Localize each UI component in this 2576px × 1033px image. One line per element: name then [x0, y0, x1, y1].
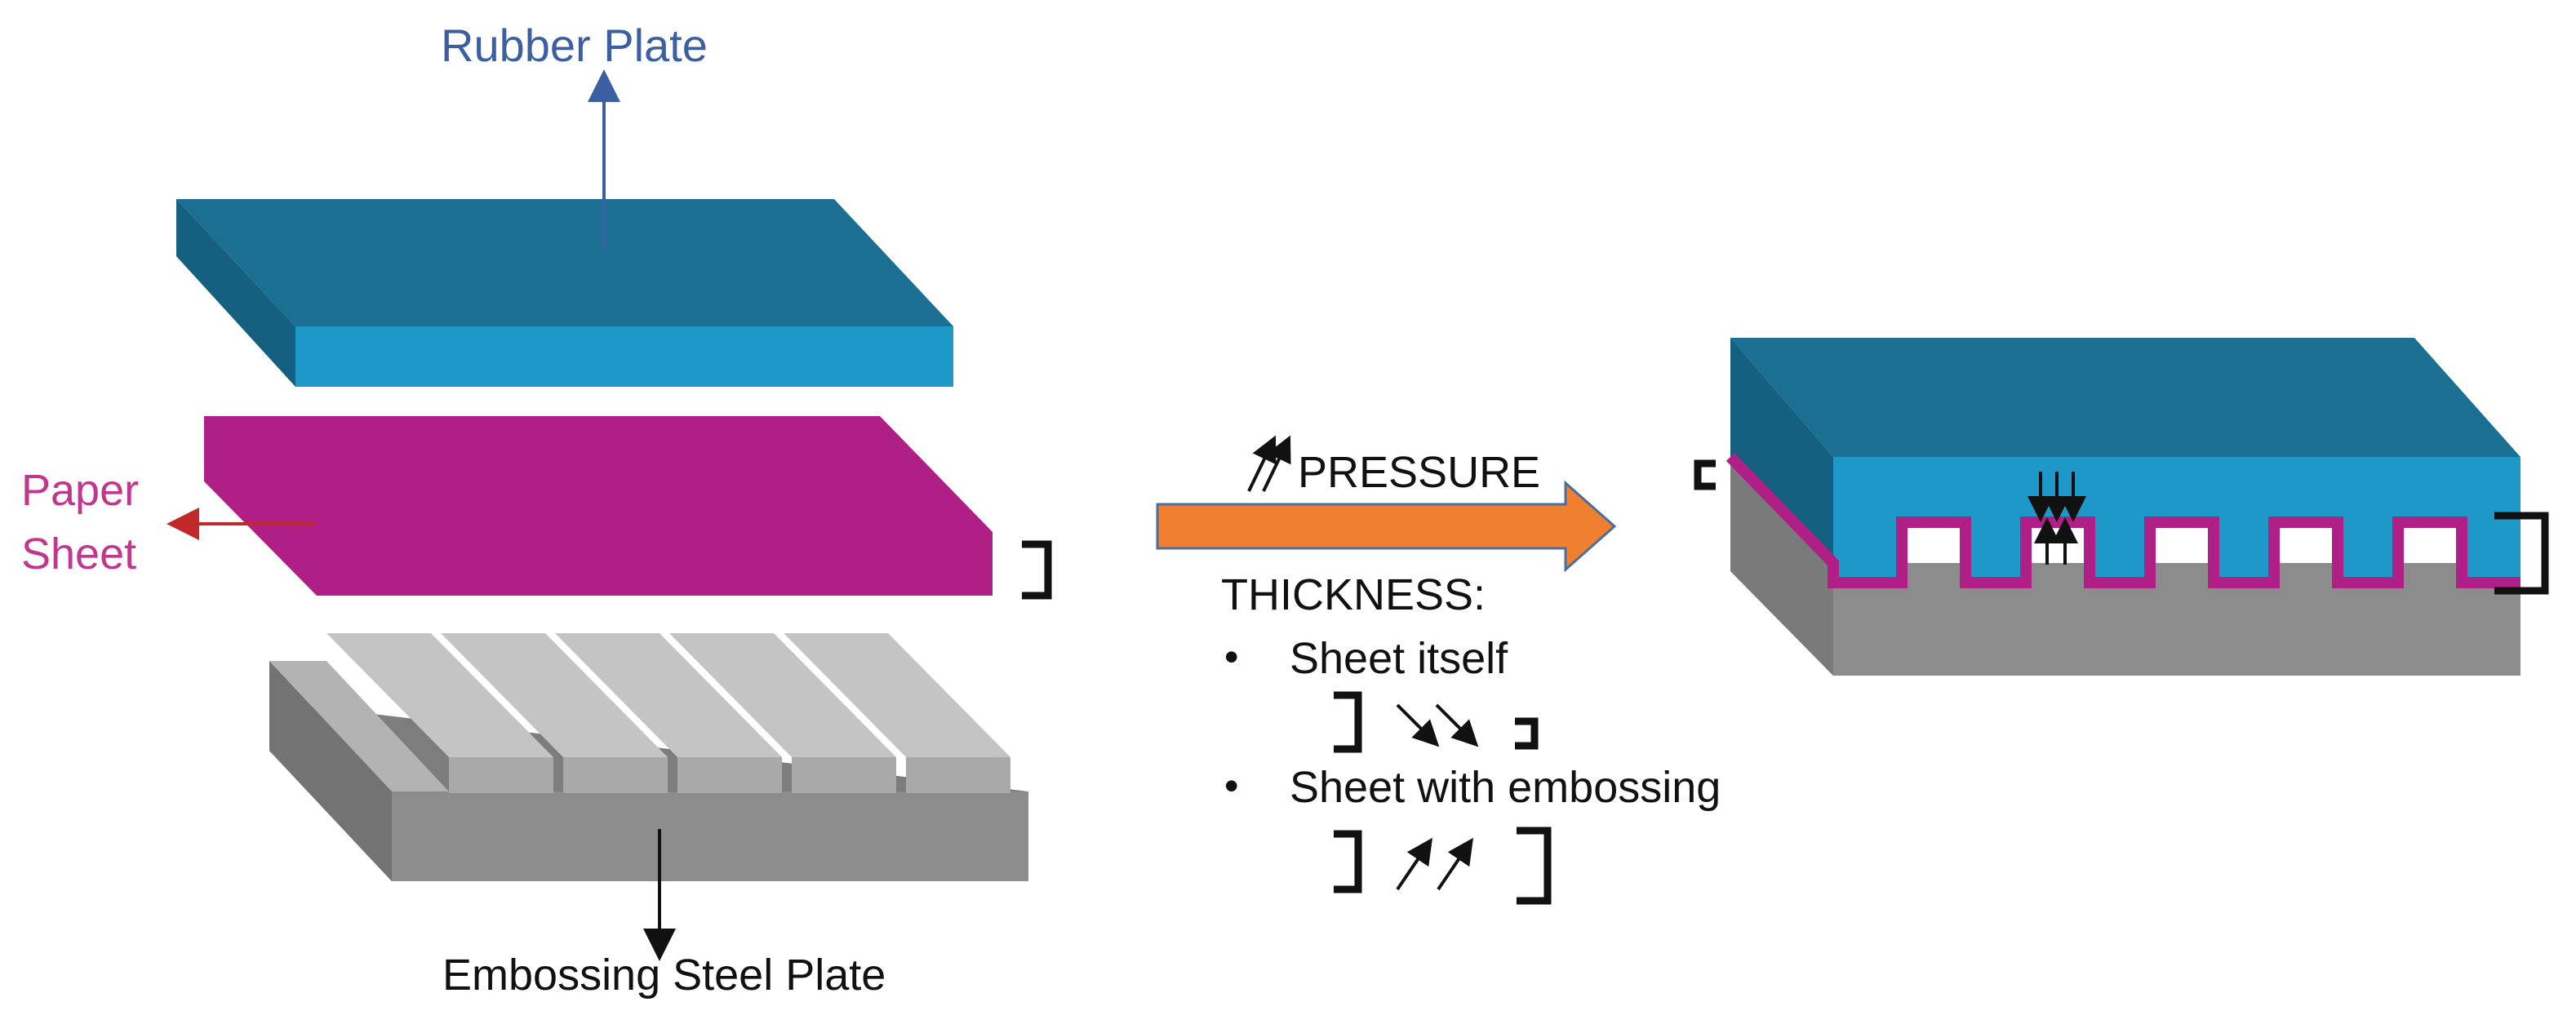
pressure-label: PRESSURE: [1298, 448, 1541, 497]
pressed-embossed-sheet: [1725, 453, 2520, 588]
thickness-heading: THICKNESS:: [1221, 570, 1486, 619]
bullet-marker: •: [1224, 763, 1239, 809]
steel-ridge-front: [677, 757, 782, 793]
steel-ridge: [669, 633, 896, 757]
bullet-sheet-itself: Sheet itself: [1290, 634, 1508, 683]
embossed-thickness-icon: [1334, 827, 1552, 905]
steel-ridge: [555, 633, 782, 757]
steel-ridge-front: [906, 757, 1010, 793]
bullet-marker: •: [1224, 634, 1239, 680]
pressed-embossed-thickness-bracket: [2494, 512, 2549, 595]
steel-plate-label: Embossing Steel Plate: [442, 951, 886, 1000]
steel-plate-left-face: [269, 661, 392, 881]
pressure-process-arrow: [1156, 480, 1617, 573]
paper-thickness-bracket: [1022, 540, 1052, 600]
pressed-rubber-side-face: [1730, 338, 1833, 563]
rubber-plate-label: Rubber Plate: [441, 20, 708, 71]
pressed-top-thickness-bracket: [1694, 459, 1716, 490]
steel-ridge: [326, 633, 553, 757]
pressed-assembly: [1725, 338, 2520, 676]
steel-ridge-front: [563, 757, 668, 793]
paper-sheet: [204, 416, 993, 596]
steel-ridge-front: [449, 757, 553, 793]
bullet-sheet-with-embossing: Sheet with embossing: [1290, 763, 1721, 812]
increase-arrow: [1247, 435, 1277, 492]
rubber-plate-top-face: [176, 199, 953, 326]
decrease-arrow: [1435, 703, 1479, 747]
steel-ridge: [784, 633, 1010, 757]
paper-sheet-label-line1: Paper: [21, 466, 140, 515]
increase-arrow: [1437, 837, 1473, 891]
pressed-rubber-top-face: [1730, 338, 2520, 457]
pressure-increase-arrows: [1247, 435, 1291, 492]
rubber-plate-front-face: [295, 326, 953, 387]
paper-sheet-label-line2: Sheet: [21, 530, 137, 579]
original-thickness-bracket: [1334, 691, 1362, 753]
steel-ridges: [326, 633, 1010, 793]
compression-arrows: [2027, 472, 2086, 565]
increased-thickness-bracket: [1517, 827, 1552, 905]
steel-ridge-front: [792, 757, 896, 793]
increase-arrow: [1396, 837, 1432, 891]
sheet-itself-thickness-icon: [1334, 691, 1539, 753]
steel-plate-rim: [269, 661, 449, 791]
pressed-steel-side: [1730, 457, 1833, 676]
steel-plate-front-face: [392, 791, 1028, 881]
embossing-steel-plate: [269, 633, 1028, 881]
original-thickness-bracket: [1334, 830, 1362, 893]
reduced-thickness-bracket: [1515, 717, 1539, 750]
decrease-arrow: [1396, 703, 1440, 747]
paper-sheet-body: [204, 416, 993, 596]
increase-arrow: [1262, 435, 1291, 492]
rubber-plate-side-face: [176, 199, 295, 387]
rubber-plate: [176, 199, 953, 387]
steel-ridge: [441, 633, 668, 757]
